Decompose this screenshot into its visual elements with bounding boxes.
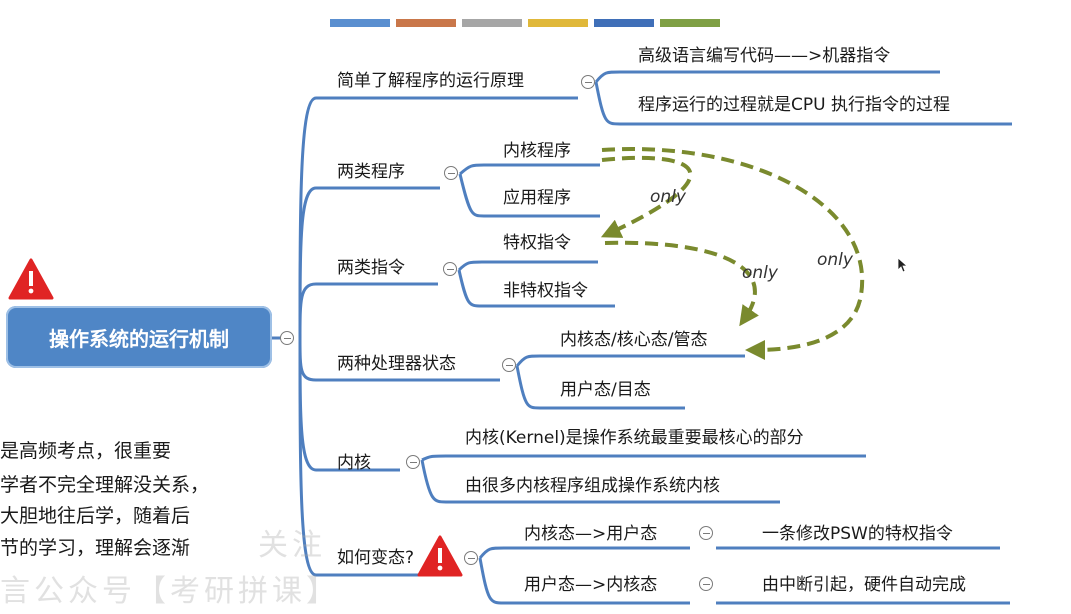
mouse-cursor-icon xyxy=(897,257,909,273)
collapse-toggle[interactable] xyxy=(502,358,516,372)
node-label[interactable]: 内核态/核心态/管态 xyxy=(560,330,708,350)
watermark-text: 言公众号【考研拼课】 xyxy=(0,574,340,609)
collapse-toggle-root[interactable] xyxy=(280,331,294,345)
warning-icon xyxy=(417,535,463,577)
collapse-toggle[interactable] xyxy=(699,577,713,591)
branch-label[interactable]: 两种处理器状态 xyxy=(337,354,456,374)
color-segment xyxy=(660,19,720,27)
color-segment xyxy=(528,19,588,27)
collapse-toggle[interactable] xyxy=(699,526,713,540)
collapse-toggle[interactable] xyxy=(444,166,458,180)
color-segment xyxy=(396,19,456,27)
node-label[interactable]: 一条修改PSW的特权指令 xyxy=(762,524,953,544)
root-node[interactable]: 操作系统的运行机制 xyxy=(6,306,272,368)
collapse-toggle[interactable] xyxy=(581,75,595,89)
color-segment xyxy=(462,19,522,27)
node-label[interactable]: 程序运行的过程就是CPU 执行指令的过程 xyxy=(638,95,950,115)
node-label[interactable]: 由很多内核程序组成操作系统内核 xyxy=(465,476,720,496)
branch-label[interactable]: 如何变态? xyxy=(337,548,415,568)
node-label[interactable]: 内核程序 xyxy=(503,141,571,161)
node-label[interactable]: 用户态—>内核态 xyxy=(524,575,658,595)
node-label[interactable]: 非特权指令 xyxy=(503,281,588,301)
color-segment xyxy=(594,19,654,27)
branch-label[interactable]: 两类程序 xyxy=(337,162,405,182)
node-label[interactable]: 用户态/目态 xyxy=(560,380,651,400)
side-note-line: 大胆地往后学，随着后 xyxy=(0,505,191,527)
node-label[interactable]: 高级语言编写代码——>机器指令 xyxy=(638,46,891,66)
collapse-toggle[interactable] xyxy=(443,262,457,276)
arrow-label: only xyxy=(817,250,853,270)
arrow-label: only xyxy=(742,263,778,283)
watermark-text: 关注 xyxy=(258,528,326,563)
side-note-line: 学者不完全理解没关系， xyxy=(0,474,210,496)
node-label[interactable]: 内核态—>用户态 xyxy=(524,524,658,544)
node-label[interactable]: 应用程序 xyxy=(503,188,571,208)
node-label[interactable]: 内核(Kernel)是操作系统最重要最核心的部分 xyxy=(465,428,804,448)
arrow-label: only xyxy=(650,187,686,207)
color-segment xyxy=(330,19,390,27)
side-note-line: 是高频考点，很重要 xyxy=(0,440,172,462)
root-label: 操作系统的运行机制 xyxy=(49,326,229,351)
node-label[interactable]: 由中断引起，硬件自动完成 xyxy=(762,575,966,595)
collapse-toggle[interactable] xyxy=(464,551,478,565)
node-label[interactable]: 特权指令 xyxy=(503,233,571,253)
warning-icon xyxy=(8,258,54,300)
branch-label[interactable]: 内核 xyxy=(337,453,371,473)
collapse-toggle[interactable] xyxy=(406,455,420,469)
branch-label[interactable]: 简单了解程序的运行原理 xyxy=(337,71,524,91)
branch-label[interactable]: 两类指令 xyxy=(337,258,405,278)
side-note-line: 节的学习，理解会逐渐 xyxy=(0,537,191,559)
